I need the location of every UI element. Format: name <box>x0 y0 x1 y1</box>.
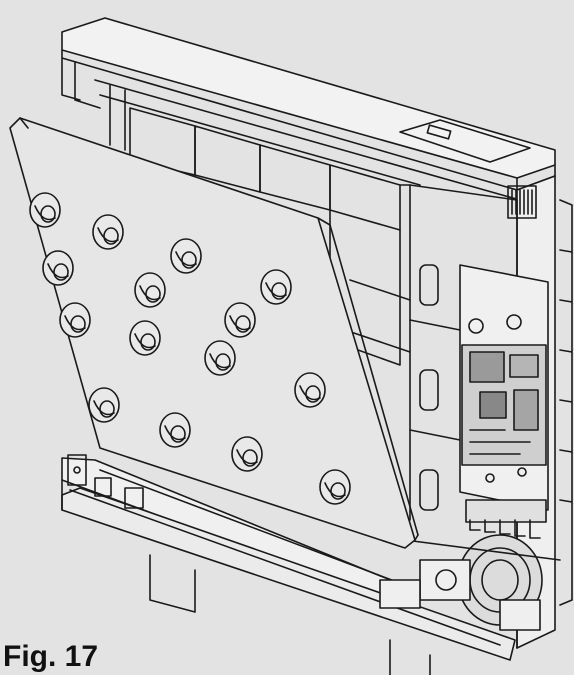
fastener-7 <box>204 340 236 376</box>
fastener-4 <box>260 269 292 305</box>
control-board <box>459 264 549 539</box>
fastener-3 <box>170 238 202 274</box>
top-cover <box>61 17 556 191</box>
fastener-1 <box>29 192 61 228</box>
fastener-11 <box>231 436 263 472</box>
fastener-group <box>29 192 351 505</box>
fastener-2 <box>92 214 124 250</box>
base-rail <box>61 454 541 675</box>
figure-caption: Fig. 17 <box>3 640 99 673</box>
fastener-12 <box>319 469 351 505</box>
fastener-9 <box>88 387 120 423</box>
fastener-10 <box>159 412 191 448</box>
side-rails <box>61 57 521 201</box>
fastener-8 <box>294 372 326 408</box>
fastener-5 <box>59 302 91 338</box>
fastener-15 <box>224 302 256 338</box>
filter-blocks <box>129 107 411 521</box>
fastener-14 <box>134 272 166 308</box>
fastener-13 <box>42 250 74 286</box>
fastener-6 <box>129 320 161 356</box>
